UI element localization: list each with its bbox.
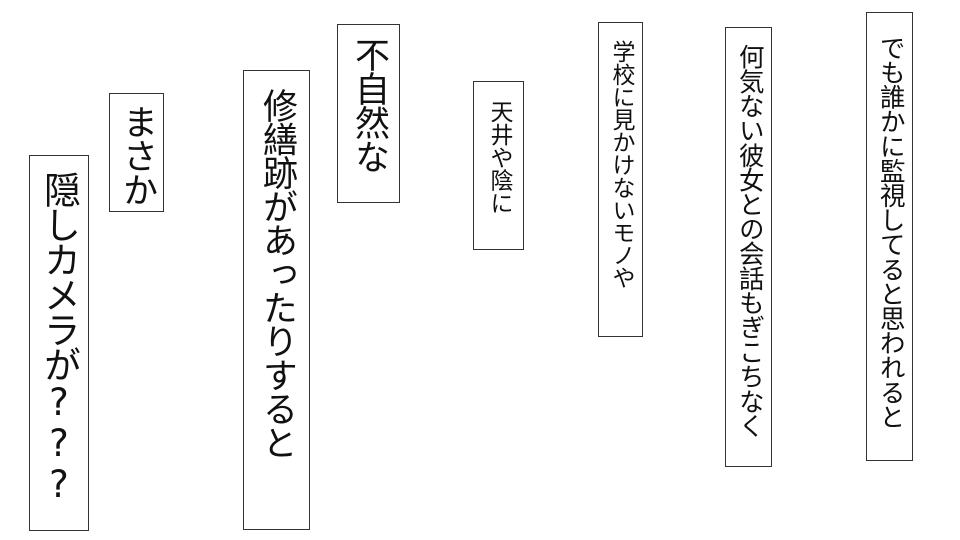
caption-box-6: 修繕跡があったりすると — [243, 70, 310, 530]
caption-text: まさか — [117, 104, 157, 206]
caption-text: 修繕跡があったりすると — [257, 88, 297, 459]
caption-box-3: 学校に見かけないモノや — [598, 22, 643, 337]
caption-text: 何気ない彼女との会話もぎこちなく — [734, 44, 765, 438]
caption-text: 学校に見かけないモノや — [608, 40, 634, 289]
caption-text: 隠しカメラが??? — [37, 171, 81, 504]
caption-box-5: 不自然な — [337, 24, 400, 203]
caption-text: でも誰かに監視してると思われると — [875, 35, 906, 429]
caption-box-2: 何気ない彼女との会話もぎこちなく — [725, 27, 772, 467]
caption-box-1: でも誰かに監視してると思われると — [866, 12, 913, 461]
caption-text: 天井や陰に — [486, 100, 512, 215]
caption-box-7: まさか — [109, 93, 164, 212]
caption-text: 不自然な — [349, 37, 389, 173]
caption-box-4: 天井や陰に — [473, 81, 524, 250]
caption-box-8: 隠しカメラが??? — [29, 155, 89, 531]
